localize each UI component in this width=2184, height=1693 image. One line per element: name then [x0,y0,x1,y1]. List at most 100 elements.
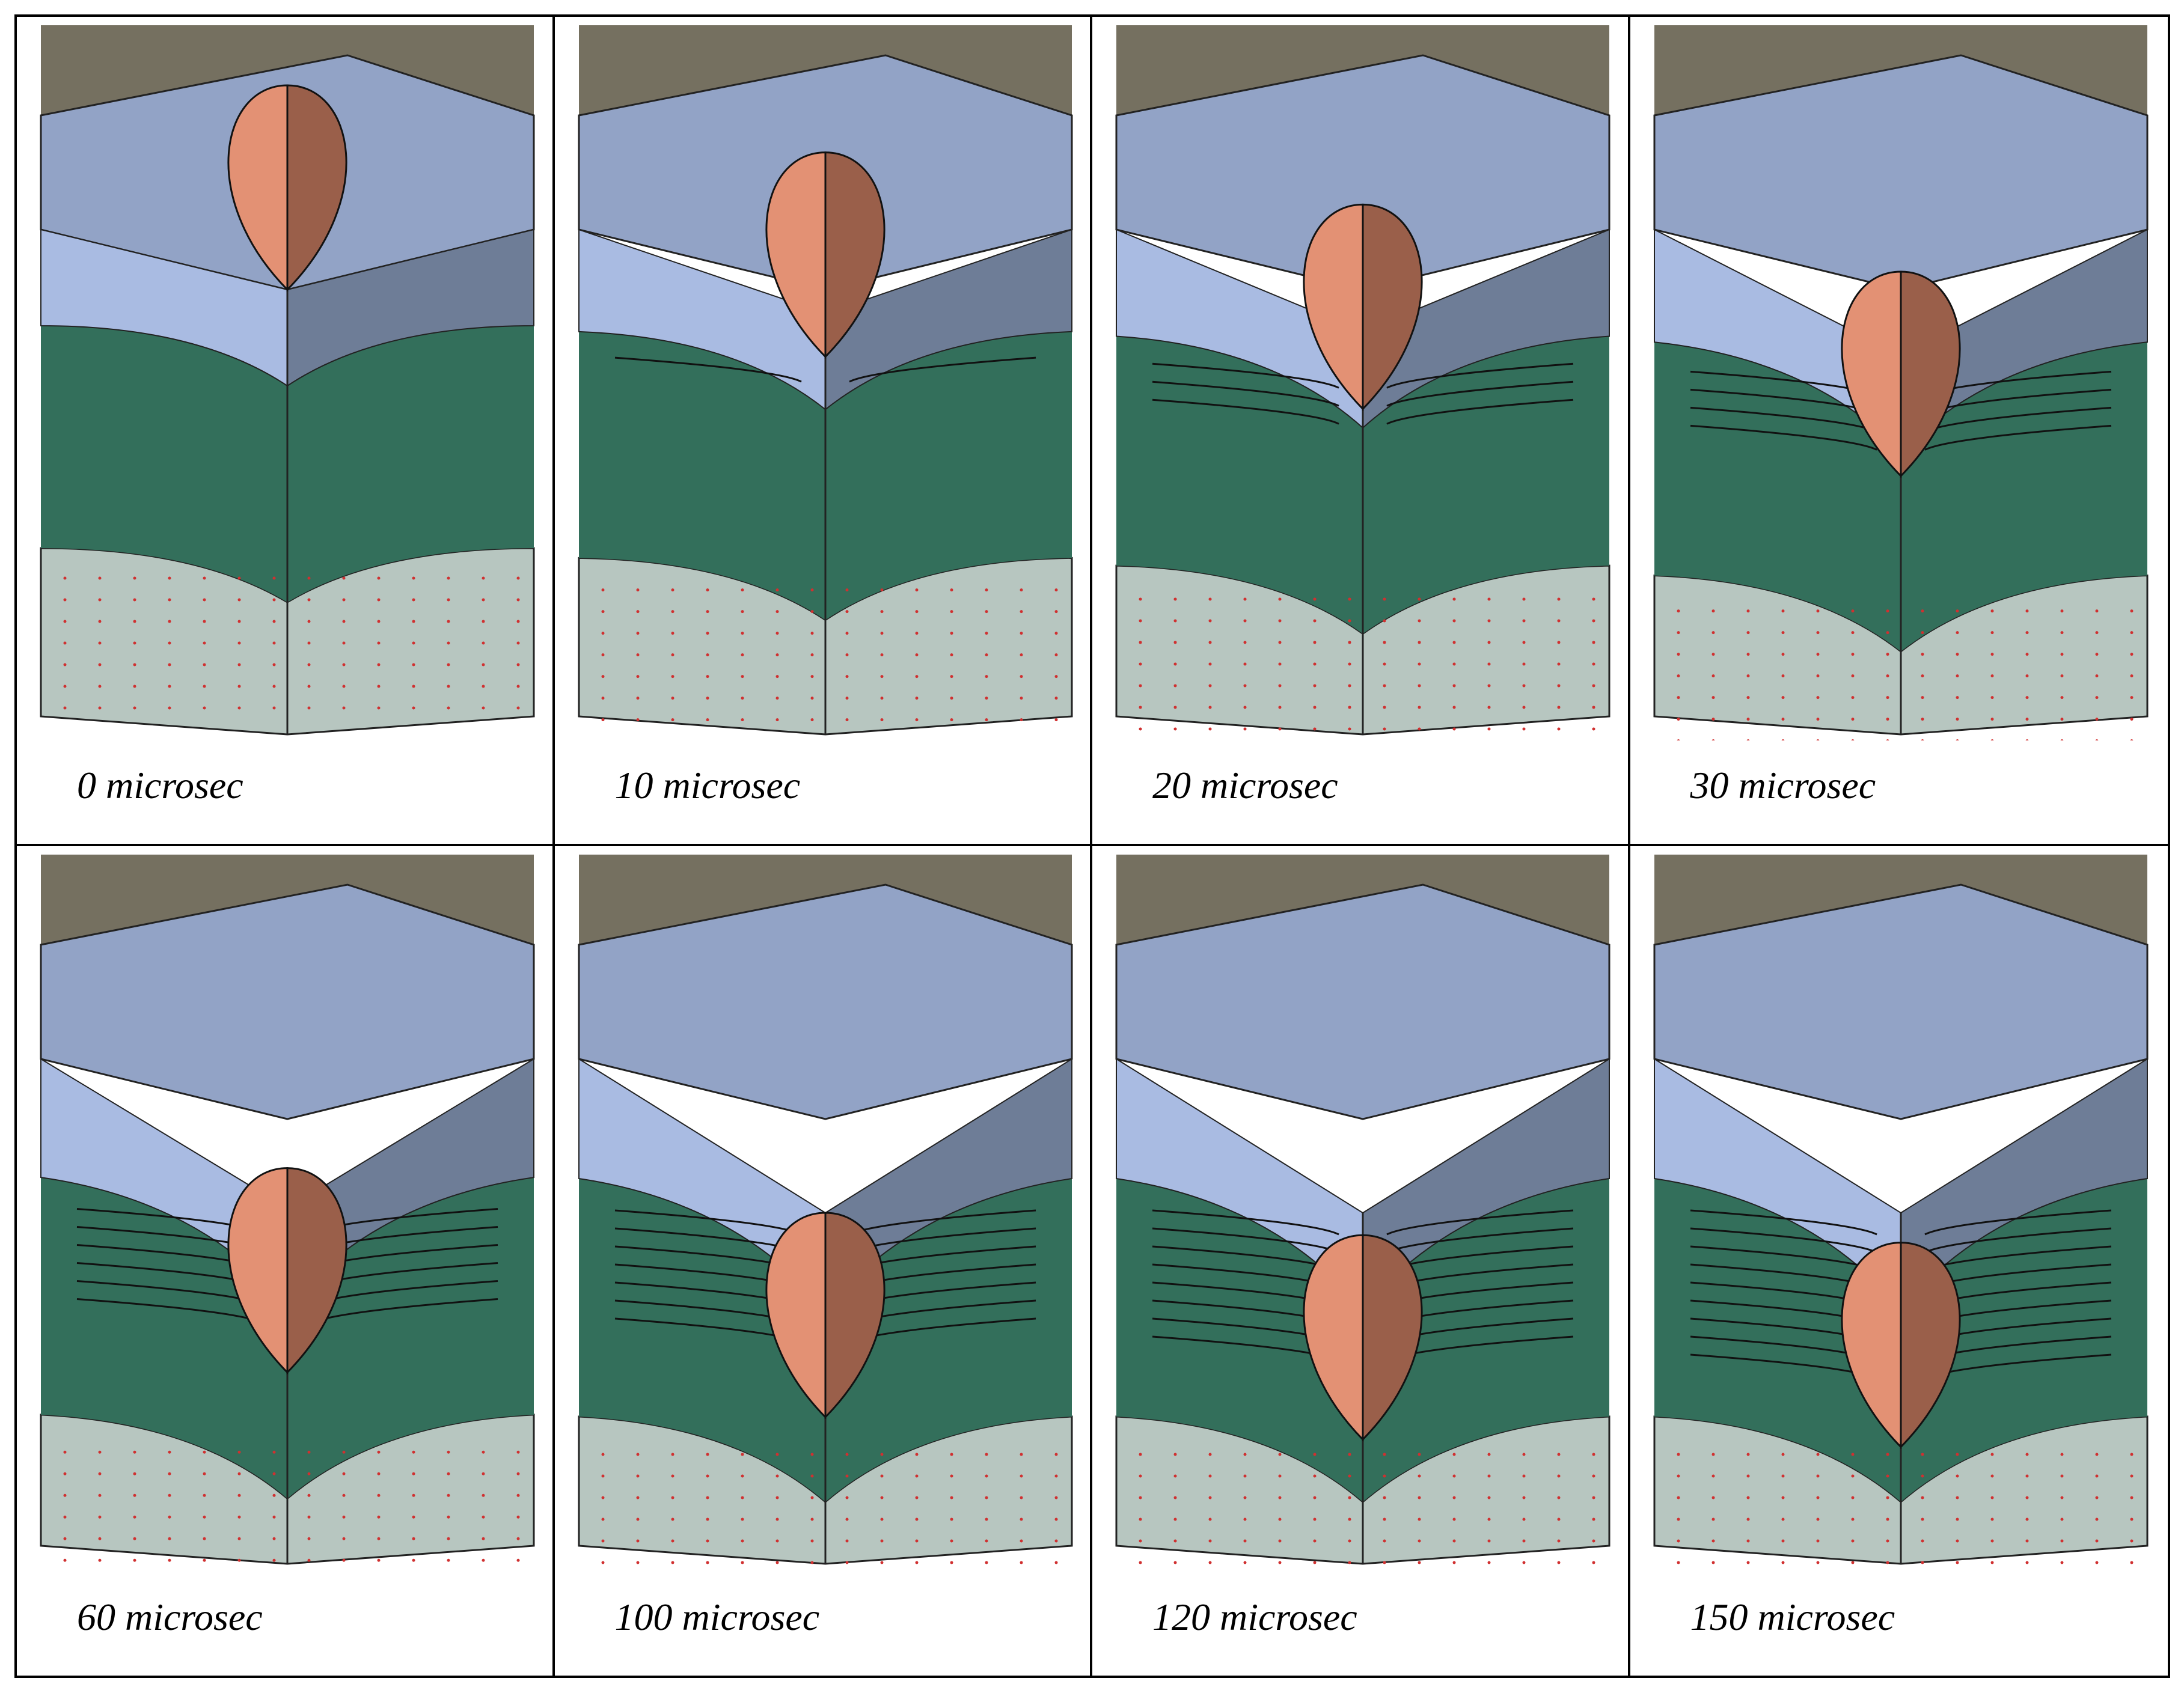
mesh-node [706,675,709,679]
mesh-node [880,1561,883,1564]
mesh-node [1383,1453,1386,1456]
mesh-node [1173,1474,1177,1478]
mesh-node [1592,1453,1595,1456]
panel-3: 20 microsec [1092,17,1630,846]
mesh-node [1383,684,1386,688]
mesh-node [1243,1539,1247,1543]
projectile-left-half [227,84,289,292]
mesh-node [1851,631,1854,635]
mesh-node [1677,1518,1680,1521]
frame [1116,25,1609,115]
mesh-node [1173,1496,1177,1499]
mesh-node [1886,631,1889,635]
mesh-node [272,620,276,623]
mesh-node [1522,1453,1526,1456]
mesh-node [671,1539,674,1543]
mesh-node [2095,609,2098,613]
mesh-node [1020,1474,1023,1478]
delamination-line [1924,1227,2111,1254]
mesh-node [1173,706,1177,709]
mesh-node [133,1472,136,1475]
mesh-node [985,632,988,635]
mesh-node [482,685,485,688]
mesh-node [2060,1453,2063,1456]
mesh-node [307,685,311,688]
mesh-node [985,1474,988,1478]
mesh-node [1313,1453,1317,1456]
mesh-node [1452,1539,1456,1543]
mesh-node [636,1561,639,1564]
mesh-node [1522,1474,1526,1478]
mesh-node [1677,718,1680,721]
mesh-node [1173,597,1177,601]
mesh-node [845,653,848,657]
mesh-node [1557,1496,1561,1499]
delamination-line [1152,380,1339,407]
mesh-node [741,1539,744,1543]
mesh-node [1816,653,1819,656]
mesh-node [1278,1518,1282,1521]
mesh-node [1711,674,1714,678]
mesh-node [1746,1518,1749,1521]
mesh-node [1677,696,1680,700]
mesh-node [1990,1453,1993,1456]
mesh-node [950,675,953,679]
mesh-node [950,588,953,592]
mesh-node [168,1450,171,1454]
mesh-node [2025,1518,2028,1521]
mesh-node [1557,662,1561,666]
mesh-node [1711,1474,1714,1478]
mesh-node [775,632,778,635]
mesh-node [601,588,604,592]
mesh-node [1990,1496,1993,1499]
mesh-node [1990,1518,1993,1521]
mesh-node [203,576,206,580]
mesh-node [1173,1518,1177,1521]
mesh-node [272,1558,276,1562]
mesh-node [1921,696,1924,700]
mesh-node [412,663,415,667]
mesh-node [1746,674,1749,678]
mesh-node [516,576,520,580]
mesh-node [601,1453,604,1456]
mesh-node [1956,674,1959,678]
mesh-node [2095,1518,2098,1521]
mesh-node [706,1518,709,1521]
mesh-node [741,718,744,722]
mesh-node [950,653,953,657]
mesh-node [1348,1561,1351,1564]
mesh-node [1278,597,1282,601]
mesh-node [1020,653,1023,657]
frame [578,855,1072,945]
mesh-node [516,706,520,710]
mesh-node [203,706,206,710]
mesh-node [2095,1496,2098,1499]
mesh-node [1054,1453,1057,1456]
mesh-node [1557,1561,1561,1564]
mesh-node [447,620,450,623]
mesh-node [950,1518,953,1521]
frame [41,25,534,115]
delamination-line [1152,398,1339,425]
mesh-node [915,1539,918,1543]
mesh-node [377,620,381,623]
mesh-node [706,718,709,722]
mesh-node [203,620,206,623]
mesh-node [2025,609,2028,613]
mesh-node [2095,1474,2098,1478]
mesh-node [810,1518,813,1521]
mesh-node [1781,1539,1784,1543]
mesh-node [1020,1518,1023,1521]
mesh-node [1054,1561,1057,1564]
mesh-node [1313,1561,1317,1564]
mesh-node [1243,641,1247,644]
mesh-node [412,598,415,602]
mesh-node [342,641,346,645]
mesh-node [706,588,709,592]
projectile-left-half [765,1212,826,1420]
mesh-node [1592,1518,1595,1521]
mesh-node [1956,1518,1959,1521]
mesh-node [168,641,171,645]
mesh-node [1173,619,1177,623]
mesh-node [377,1472,381,1475]
